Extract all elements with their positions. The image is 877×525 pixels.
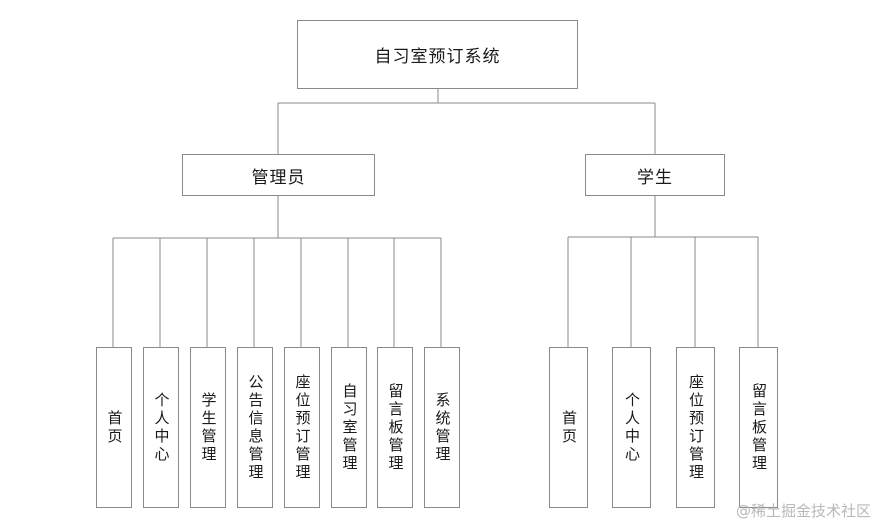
node-leaf-admin-system-management-label: 系统管理 xyxy=(433,391,452,464)
node-leaf-admin-personal-center-label: 个人中心 xyxy=(152,391,171,464)
node-leaf-admin-study-room-management[interactable]: 自习室管理 xyxy=(331,347,367,508)
node-leaf-student-message-board-management[interactable]: 留言板管理 xyxy=(739,347,778,508)
node-branch-admin-label: 管理员 xyxy=(251,167,306,188)
node-leaf-admin-announcement-management[interactable]: 公告信息管理 xyxy=(237,347,273,508)
node-leaf-admin-personal-center[interactable]: 个人中心 xyxy=(143,347,179,508)
node-leaf-admin-home[interactable]: 首页 xyxy=(96,347,132,508)
node-leaf-admin-system-management[interactable]: 系统管理 xyxy=(424,347,460,508)
node-leaf-student-message-board-management-label: 留言板管理 xyxy=(750,382,768,473)
node-branch-student[interactable]: 学生 xyxy=(585,154,725,196)
node-leaf-admin-student-management-label: 学生管理 xyxy=(199,391,218,464)
node-root-label: 自习室预订系统 xyxy=(374,47,501,67)
node-leaf-student-seat-booking-management[interactable]: 座位预订管理 xyxy=(676,347,715,508)
node-leaf-admin-study-room-management-label: 自习室管理 xyxy=(340,382,359,473)
node-leaf-admin-message-board-management-label: 留言板管理 xyxy=(386,382,405,473)
node-leaf-admin-announcement-management-label: 公告信息管理 xyxy=(246,373,265,482)
node-leaf-student-home[interactable]: 首页 xyxy=(549,347,588,508)
watermark: @稀土掘金技术社区 xyxy=(735,502,871,520)
node-leaf-student-home-label: 首页 xyxy=(560,409,578,446)
node-branch-student-label: 学生 xyxy=(637,167,673,188)
node-branch-admin[interactable]: 管理员 xyxy=(182,154,375,196)
node-leaf-admin-student-management[interactable]: 学生管理 xyxy=(190,347,226,508)
node-leaf-student-personal-center[interactable]: 个人中心 xyxy=(612,347,651,508)
node-leaf-admin-message-board-management[interactable]: 留言板管理 xyxy=(377,347,413,508)
node-leaf-admin-seat-booking-management-label: 座位预订管理 xyxy=(293,373,312,482)
node-root-system[interactable]: 自习室预订系统 xyxy=(297,20,578,89)
node-leaf-student-seat-booking-management-label: 座位预订管理 xyxy=(687,373,705,482)
node-leaf-student-personal-center-label: 个人中心 xyxy=(623,391,641,464)
node-leaf-admin-seat-booking-management[interactable]: 座位预订管理 xyxy=(284,347,320,508)
node-leaf-admin-home-label: 首页 xyxy=(105,409,124,446)
